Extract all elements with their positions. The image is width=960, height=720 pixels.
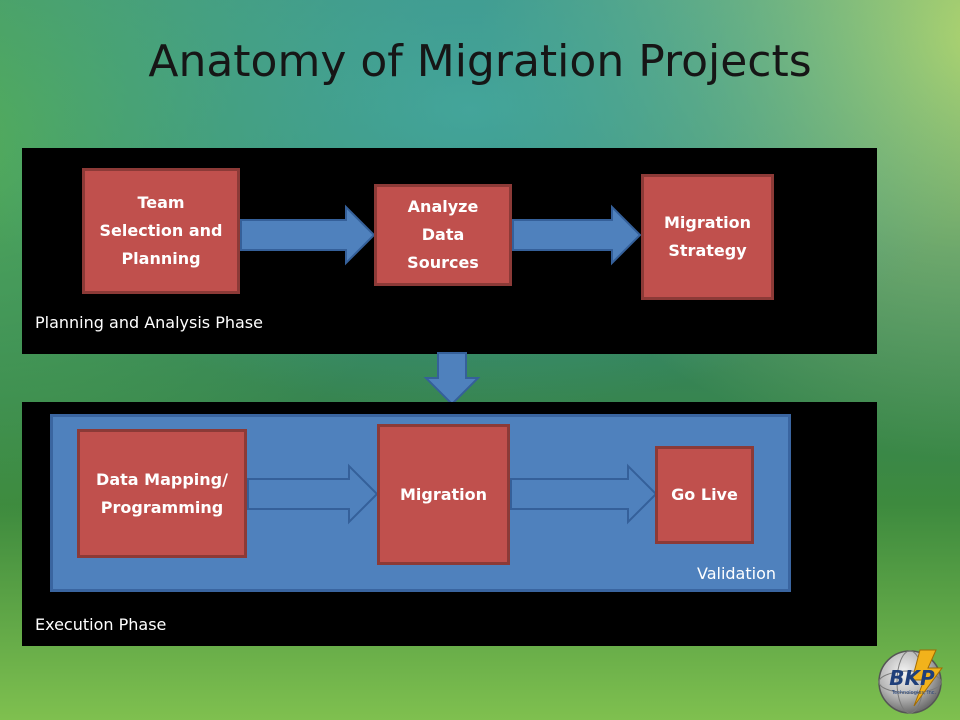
page-title: Anatomy of Migration Projects xyxy=(148,36,812,87)
arrow-down-icon xyxy=(423,352,481,406)
step-migration-strategy[interactable]: Migration Strategy xyxy=(641,174,774,300)
planning-phase-label: Planning and Analysis Phase xyxy=(35,313,263,332)
step-label: Analyze Data Sources xyxy=(407,197,479,272)
validation-label: Validation xyxy=(696,564,776,583)
step-go-live[interactable]: Go Live xyxy=(655,446,754,544)
step-label: Data Mapping/ Programming xyxy=(96,469,228,517)
arrow-right-icon xyxy=(512,204,642,266)
step-team-selection[interactable]: Team Selection and Planning xyxy=(82,168,240,294)
execution-phase-label: Execution Phase xyxy=(35,615,167,634)
step-label: Go Live xyxy=(671,485,738,504)
logo-text: BKP xyxy=(889,666,935,690)
logo-subtext: Technologies, Inc. xyxy=(891,690,937,696)
step-label: Team Selection and Planning xyxy=(99,193,223,268)
arrow-right-icon xyxy=(247,463,379,525)
arrow-right-icon xyxy=(510,463,658,525)
step-label: Migration Strategy xyxy=(663,213,752,260)
bkp-logo-icon xyxy=(878,649,943,714)
step-data-mapping[interactable]: Data Mapping/ Programming xyxy=(77,429,247,558)
step-analyze-data-sources[interactable]: Analyze Data Sources xyxy=(374,184,512,286)
step-label: Migration xyxy=(399,484,488,504)
step-migration[interactable]: Migration xyxy=(377,424,510,565)
arrow-right-icon xyxy=(240,204,376,266)
